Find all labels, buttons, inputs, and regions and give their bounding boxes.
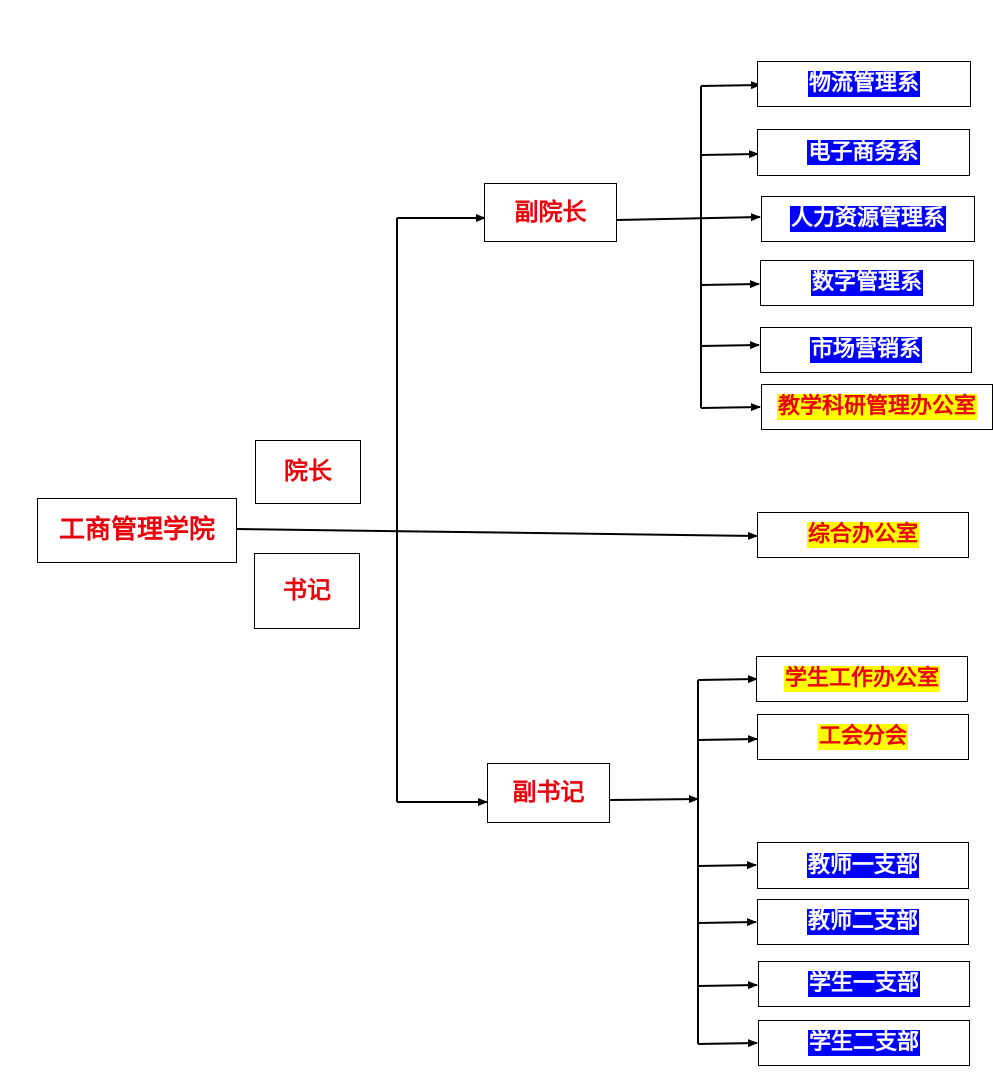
general-office-label: 综合办公室 — [806, 522, 919, 548]
unit-label: 教师一支部 — [806, 852, 919, 879]
unit-node: 学生一支部 — [758, 961, 970, 1007]
unit-label: 学生工作办公室 — [783, 666, 940, 692]
unit-node: 教师一支部 — [757, 842, 969, 889]
vice-dean-node: 副院长 — [484, 183, 617, 242]
connector-to-general-office — [235, 528, 758, 540]
secretary-label: 书记 — [283, 576, 331, 605]
vice-dean-label: 副院长 — [514, 197, 587, 226]
unit-node: 工会分会 — [757, 714, 969, 760]
department-label: 物流管理系 — [807, 71, 920, 97]
department-label: 数字管理系 — [810, 270, 923, 296]
unit-label: 学生一支部 — [807, 971, 920, 997]
secretary-node: 书记 — [254, 553, 360, 629]
unit-node: 学生二支部 — [758, 1020, 970, 1066]
deputy-secretary-node: 副书记 — [487, 763, 610, 823]
department-node: 物流管理系 — [757, 61, 971, 107]
department-label: 人力资源管理系 — [789, 206, 946, 232]
department-node: 市场营销系 — [760, 327, 972, 373]
general-office-node: 综合办公室 — [757, 512, 969, 558]
unit-node: 学生工作办公室 — [756, 656, 968, 702]
dean-node: 院长 — [255, 440, 361, 504]
unit-label: 工会分会 — [817, 724, 908, 750]
department-node: 教学科研管理办公室 — [761, 384, 993, 430]
root-label: 工商管理学院 — [58, 514, 215, 545]
department-label: 电子商务系 — [807, 139, 920, 166]
department-node: 电子商务系 — [757, 129, 970, 176]
department-label: 教学科研管理办公室 — [776, 394, 977, 420]
unit-label: 教师二支部 — [806, 909, 919, 935]
department-label: 市场营销系 — [809, 337, 922, 363]
deputy-secretary-label: 副书记 — [512, 778, 585, 807]
dean-label: 院长 — [284, 457, 332, 486]
unit-node: 教师二支部 — [757, 899, 969, 945]
department-node: 数字管理系 — [760, 260, 974, 306]
unit-label: 学生二支部 — [807, 1030, 920, 1056]
root-node: 工商管理学院 — [37, 498, 237, 563]
department-node: 人力资源管理系 — [761, 196, 975, 242]
